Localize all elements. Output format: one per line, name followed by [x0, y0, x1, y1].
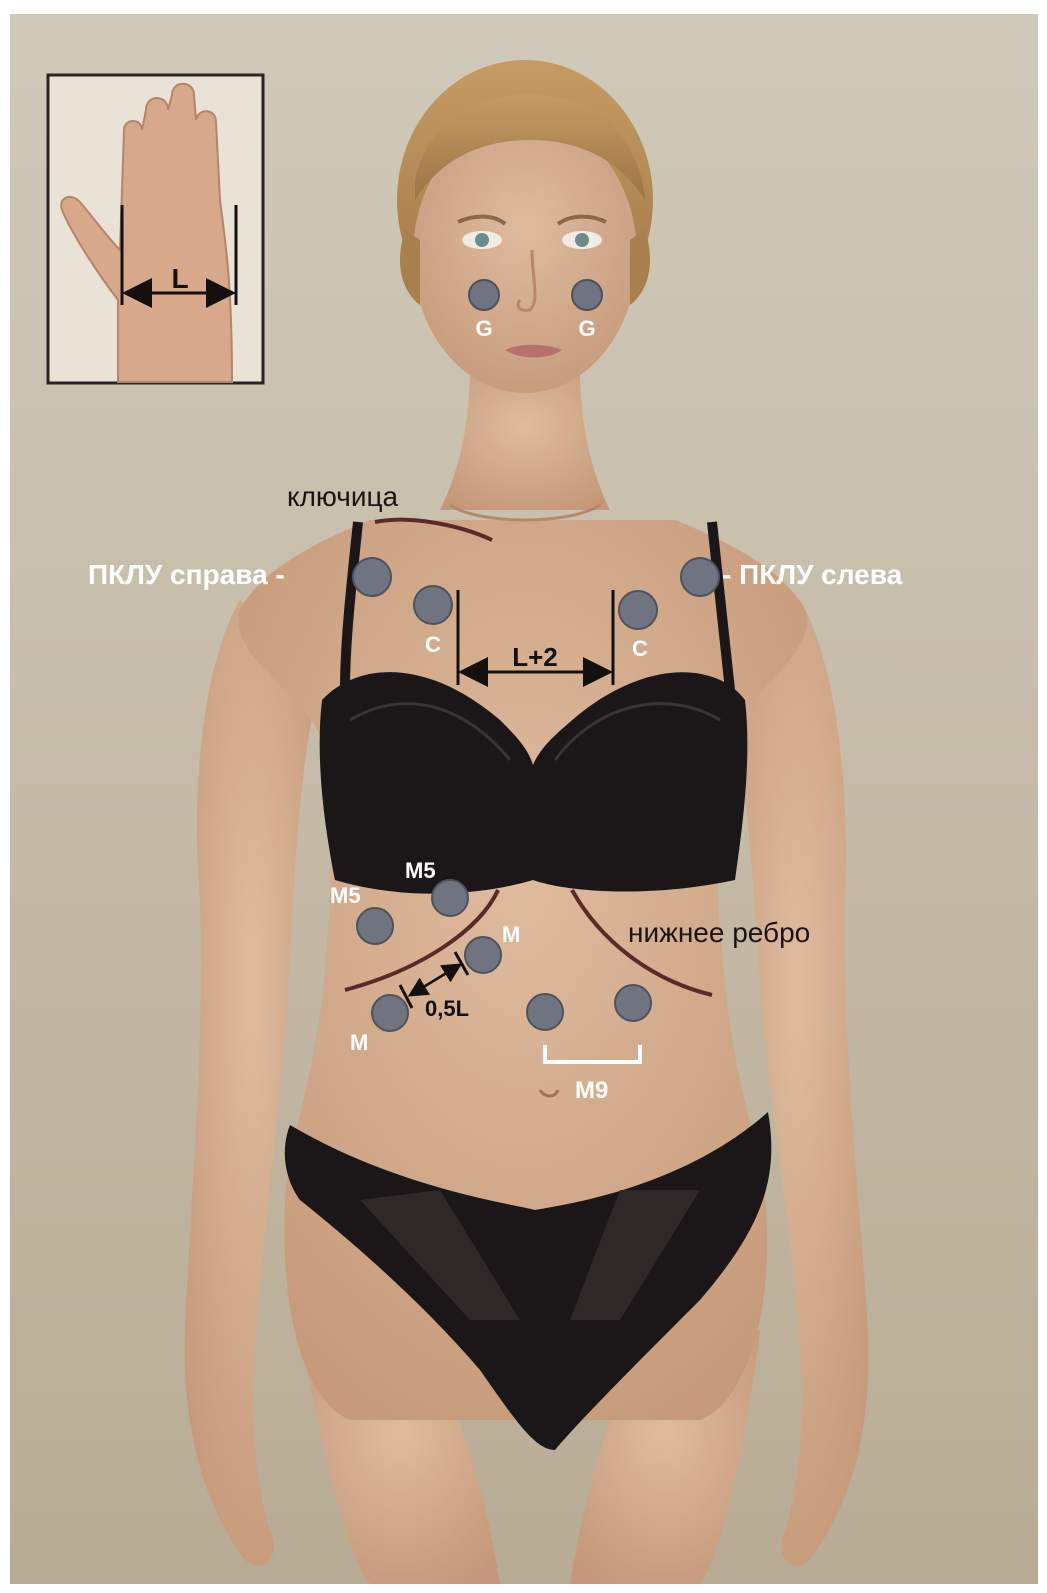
pklu-right-label: ПКЛУ справа -: [88, 559, 285, 590]
point-g-left-icon[interactable]: [572, 280, 602, 310]
chest-distance-label: L+2: [512, 642, 558, 672]
palm-inset: L: [48, 75, 263, 383]
point-m5-upper-icon[interactable]: [432, 880, 468, 916]
point-m5-lower-icon[interactable]: [357, 908, 393, 944]
point-pklu-left-icon[interactable]: [681, 558, 719, 596]
point-m9-b-icon[interactable]: [615, 985, 651, 1021]
point-g-right-label: G: [475, 316, 492, 341]
point-m-upper-label: M: [502, 922, 520, 947]
point-c-left-label: C: [632, 636, 648, 661]
point-m5-upper-label: M5: [405, 858, 436, 883]
point-m5-lower-label: M5: [330, 883, 361, 908]
half-distance-label: 0,5L: [425, 996, 469, 1021]
point-c-right-icon[interactable]: [414, 586, 452, 624]
point-g-left-label: G: [578, 316, 595, 341]
point-c-right-label: C: [425, 632, 441, 657]
point-m-upper-icon[interactable]: [465, 937, 501, 973]
point-c-left-icon[interactable]: [619, 591, 657, 629]
point-m-lower-label: M: [350, 1030, 368, 1055]
point-g-right-icon[interactable]: [469, 280, 499, 310]
iris-left: [575, 233, 589, 247]
palm-width-label: L: [171, 263, 188, 294]
lower-rib-label: нижнее ребро: [628, 917, 810, 948]
pklu-left-label: - ПКЛУ слева: [722, 559, 903, 590]
iris-right: [475, 233, 489, 247]
m9-label: M9: [575, 1077, 608, 1104]
clavicle-label: ключица: [287, 481, 399, 512]
point-m-lower-icon[interactable]: [372, 995, 408, 1031]
point-m9-a-icon[interactable]: [527, 994, 563, 1030]
point-pklu-right-icon[interactable]: [353, 558, 391, 596]
